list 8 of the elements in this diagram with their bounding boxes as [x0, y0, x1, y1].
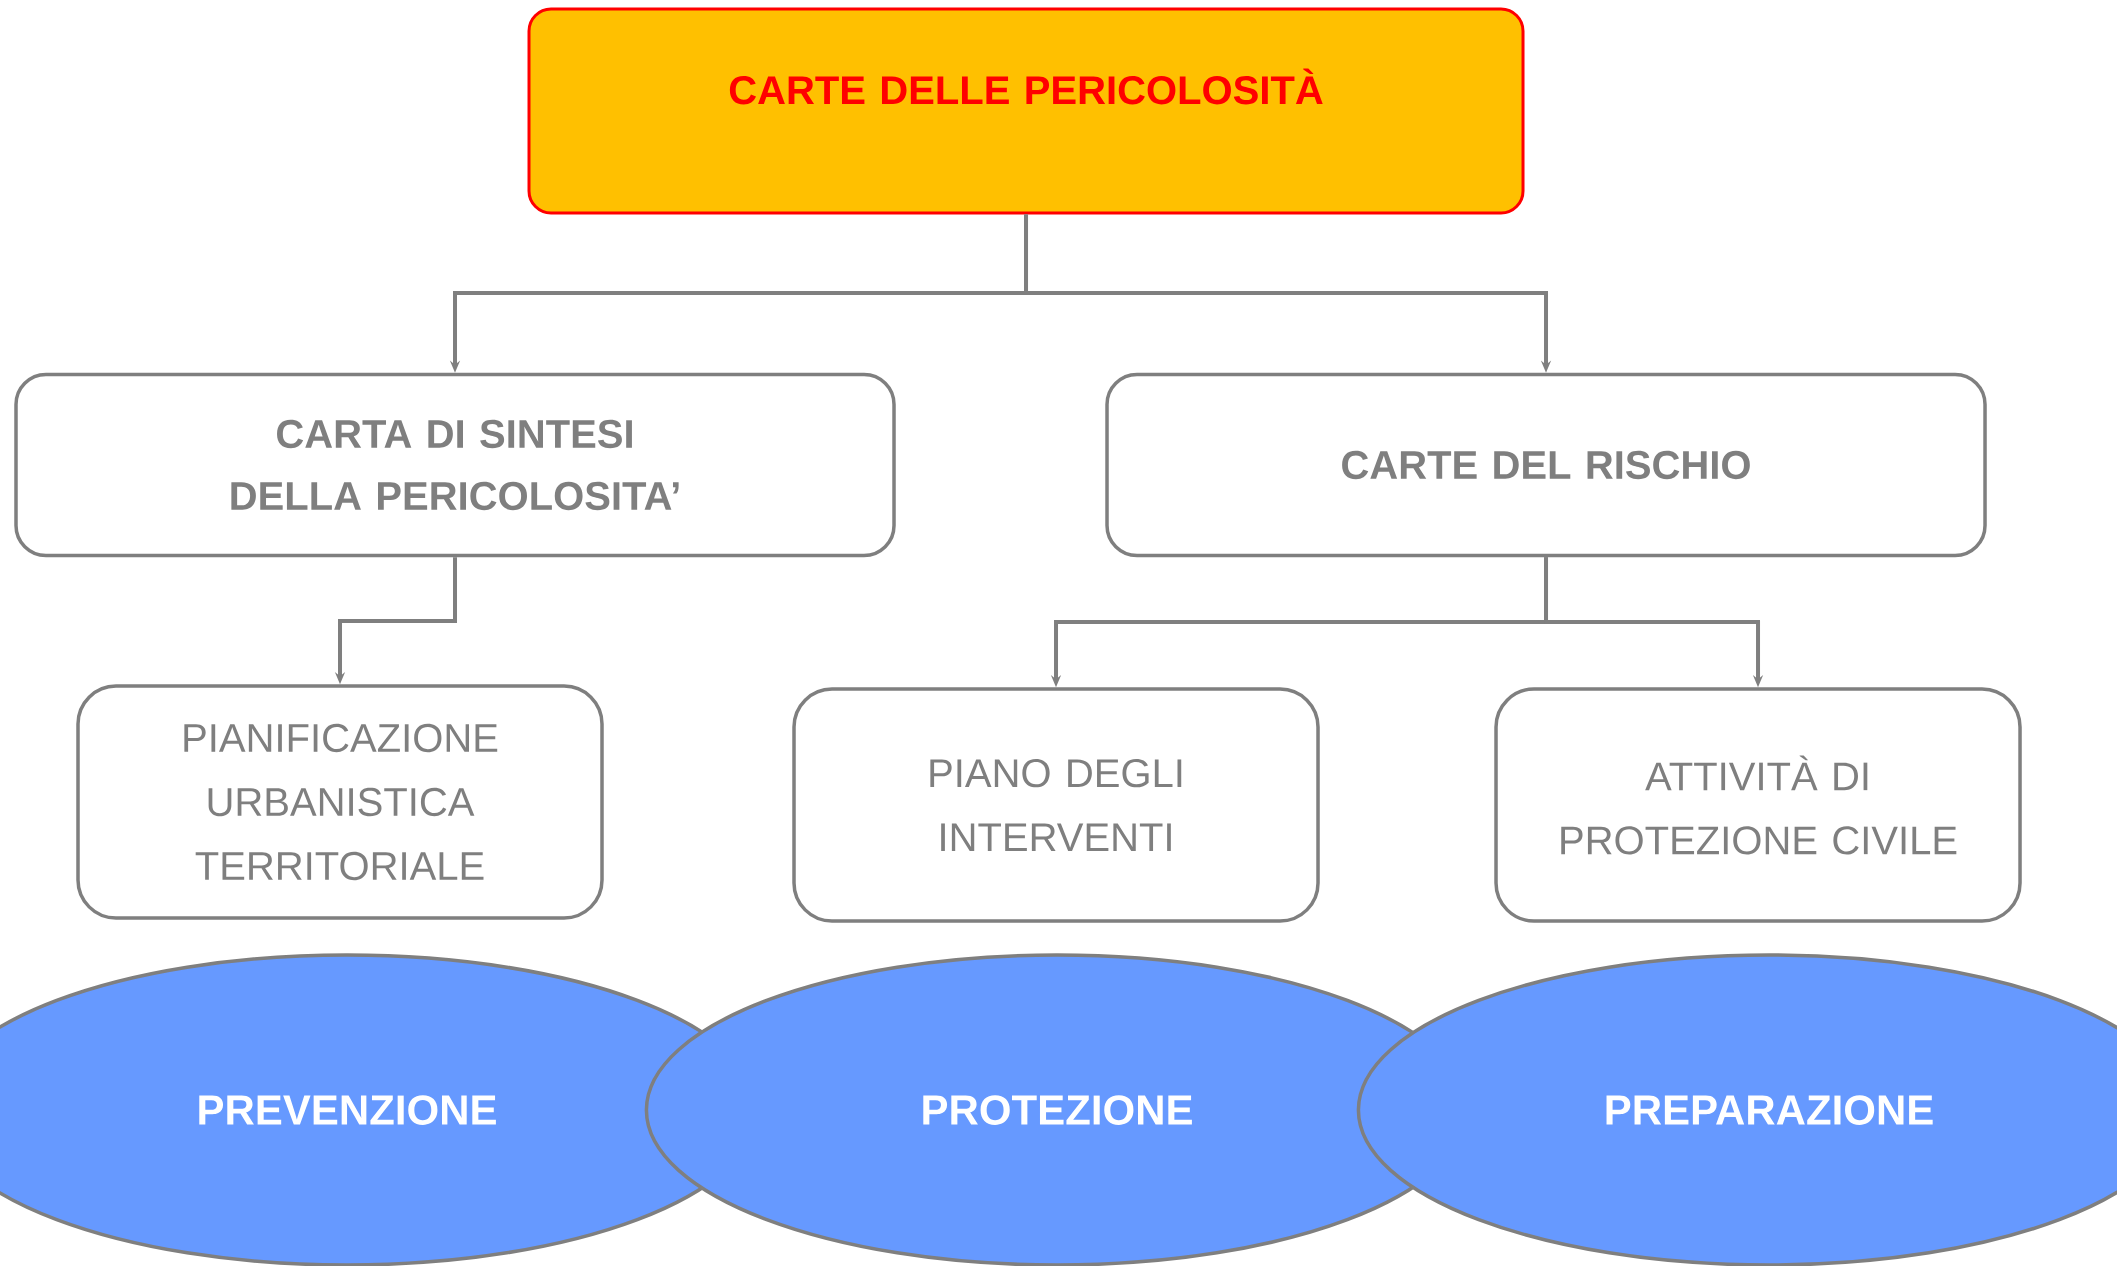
activity-box: PIANIFICAZIONE URBANISTICA TERRITORIALE: [76, 684, 604, 920]
node-label: PROTEZIONE: [923, 1095, 1192, 1125]
activity-box: PIANO DEGLI INTERVENTI: [792, 687, 1320, 923]
node-label: PREPARAZIONE: [1606, 1095, 1933, 1125]
map-box: CARTA DI SINTESI DELLA PERICOLOSITA’: [14, 372, 896, 558]
activity-box: ATTIVITÀ DI PROTEZIONE CIVILE: [1494, 687, 2022, 923]
title-box: CARTE DELLE PERICOLOSITÀ: [527, 7, 1525, 215]
map-box: CARTE DEL RISCHIO: [1105, 372, 1987, 558]
